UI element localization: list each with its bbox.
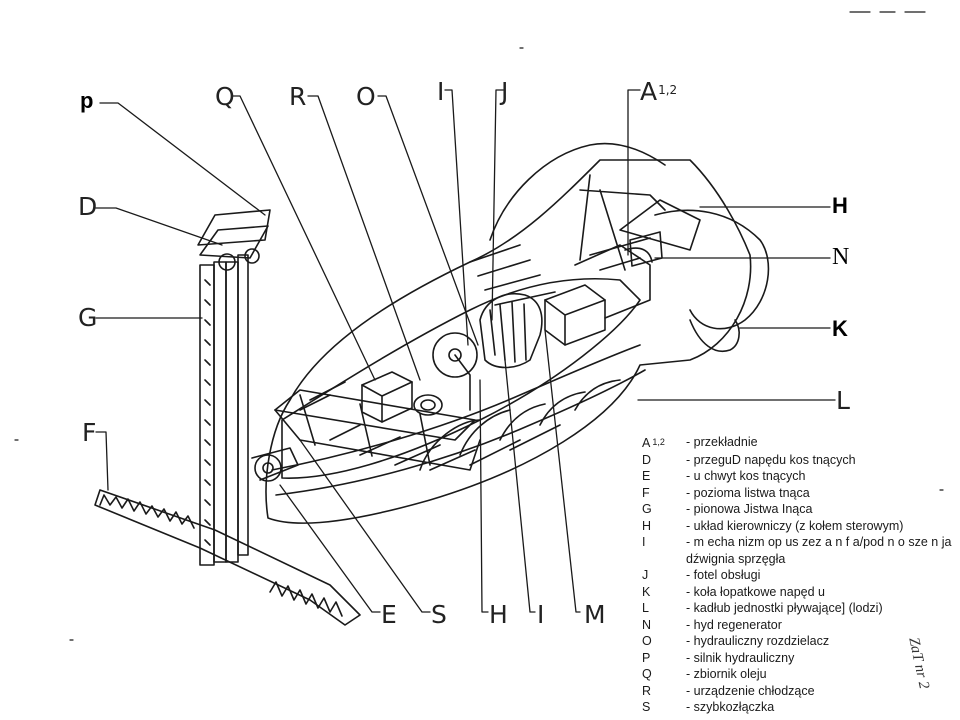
legend-row-k: K koła łopatkowe napęd u [642,584,951,601]
legend-desc: u chwyt kos tnących [684,468,806,485]
callout-n: N [832,244,850,270]
legend-code: Q [642,667,652,681]
callout-h-right: H [832,193,848,218]
legend-desc: m echa nizm op us zez a n f a/pod n o sz… [684,534,952,551]
legend-code: N [642,617,652,632]
legend-desc: fotel obsługi [684,567,761,584]
legend-code: F [642,485,650,500]
legend-row-p: P silnik hydrauliczny [642,650,951,667]
front-platform [274,389,481,471]
legend-desc: przeguD napędu kos tnących [684,452,856,469]
legend-row-o: O hydrauliczny rozdzielacz [642,633,951,650]
legend-row-s: S szybkozłączka [642,699,951,716]
callout-g: G [78,303,98,332]
callout-a12: A1,2 [640,79,677,104]
legend-desc: szybkozłączka [684,699,775,716]
callout-f: F [82,418,97,447]
oil-tank [361,371,443,423]
callout-i-top: I [437,77,445,106]
legend-desc: przekładnie [684,434,758,451]
callout-k: K [832,316,848,341]
legend-row-q: Q zbiornik oleju [642,666,951,683]
legend-row-f: F pozioma listwa tnąca [642,485,951,502]
legend-row-l: L kadłub jednostki pływające] (lodzi) [642,600,951,617]
callout-i-bottom: I [537,600,545,629]
legend-row-j: J fotel obsługi [642,567,951,584]
legend-desc: hydrauliczny rozdzielacz [684,633,829,650]
engine-block [432,174,666,411]
legend-row-h: H układ kierowniczy (z kołem sterowym) [642,518,951,535]
legend-desc: pozioma listwa tnąca [684,485,810,502]
legend-desc-continuation: dźwignia sprzęgła [686,551,786,566]
legend-row-n: N hyd regenerator [642,617,951,634]
legend-row-a12: A1,2 przekładnie [642,434,951,452]
parts-legend: A1,2 przekładnie D przeguD napędu kos tn… [642,434,951,716]
callout-o: O [356,82,376,111]
legend-desc: silnik hydrauliczny [684,650,795,667]
vertical-cutter-bar [197,209,299,566]
legend-desc: hyd regenerator [684,617,782,634]
legend-code: R [642,683,652,698]
legend-code: K [642,584,651,599]
legend-code: H [642,518,652,533]
legend-code: E [642,469,651,483]
callout-d: D [78,192,98,221]
callout-m: M [584,600,606,629]
horizontal-cutter-bar [94,489,361,626]
legend-desc: pionowa Jistwa Inąca [684,501,813,518]
legend-row-g: G pionowa Jistwa Inąca [642,501,951,518]
callout-r: R [289,82,307,111]
callout-l: L [836,386,850,415]
legend-row-i: I m echa nizm op us zez a n f a/pod n o … [642,534,951,551]
legend-code: D [642,452,652,467]
operator-seat [479,293,543,369]
callout-j: J [501,77,509,106]
legend-code: P [642,650,651,665]
legend-desc: koła łopatkowe napęd u [684,584,825,601]
legend-desc: zbiornik oleju [684,666,767,683]
callout-q: Q [215,82,235,111]
scan-specks [14,11,944,641]
legend-desc: układ kierowniczy (z kołem sterowym) [684,518,904,535]
legend-row-r: R urządzenie chłodzące [642,683,951,700]
legend-desc: urządzenie chłodzące [684,683,815,700]
legend-row-d: D przeguD napędu kos tnących [642,452,951,469]
legend-code: G [642,502,652,516]
legend-code: J [642,568,649,582]
legend-code: O [642,634,652,648]
legend-desc: kadłub jednostki pływające] (lodzi) [684,600,883,617]
callout-a12-letter: A [640,77,658,106]
callout-a12-sub: 1,2 [658,83,678,97]
legend-code: I [642,535,646,549]
legend-row-e: E u chwyt kos tnących [642,468,951,485]
callout-s: S [431,600,447,629]
callout-h-bottom: H [489,600,508,629]
leader-lines [95,89,836,613]
legend-code: L [642,601,649,615]
legend-code: S [642,700,651,714]
callout-p: p [80,88,94,113]
callout-e: E [381,600,397,629]
